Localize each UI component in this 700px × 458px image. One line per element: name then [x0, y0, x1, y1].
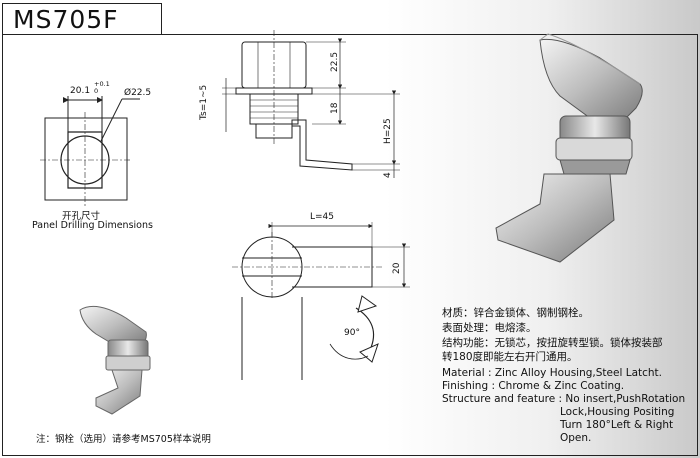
spec-en-finishing: Finishing : Chrome & Zinc Coating.: [442, 380, 625, 392]
dim-small: 4: [383, 172, 393, 178]
spec-en-structure-1: Structure and feature : No insert,PushRo…: [442, 393, 686, 405]
spec-cn-finish: 表面处理：电熔漆。: [442, 322, 537, 334]
spec-en-structure-3: Turn 180°Left & Right: [560, 419, 674, 431]
product-render-small: [79, 305, 151, 415]
panel-caption-en: Panel Drilling Dimensions: [32, 220, 153, 231]
model-title: MS705F: [13, 4, 119, 34]
dim-cam-width: 20: [392, 262, 402, 274]
spec-en-material: Material : Zinc Alloy Housing,Steel Latc…: [442, 367, 662, 379]
spec-en-structure-2: Lock,Housing Positing: [560, 406, 675, 418]
side-view: [222, 30, 400, 178]
dim-rotation: 90°: [344, 328, 360, 338]
spec-cn-material: 材质：锌合金锁体、钢制钢栓。: [442, 307, 589, 319]
dim-width: 20.1: [70, 86, 91, 96]
product-render-large: [495, 33, 643, 263]
dim-diameter: Ø22.5: [124, 88, 152, 98]
spec-cn-structure-2: 转180度即能左右开门通用。: [442, 351, 578, 363]
dim-ts: Ts=1~5: [199, 84, 209, 120]
dim-h: H=25: [383, 118, 393, 144]
panel-drilling-view: [40, 96, 140, 206]
footnote: 注：钢栓（选用）请参考MS705样本说明: [36, 434, 211, 445]
panel-caption-cn: 开孔尺寸: [62, 211, 101, 222]
dim-mid-height: 18: [330, 102, 340, 114]
dim-length: L=45: [310, 212, 335, 222]
dim-top-height: 22.5: [330, 51, 340, 72]
spec-en-structure-4: Open.: [560, 432, 592, 444]
spec-cn-structure-1: 结构功能：无锁芯，按扭旋转型锁。锁体按装部: [442, 337, 663, 349]
title-box: MS705F: [2, 3, 162, 35]
top-view: [232, 222, 410, 380]
